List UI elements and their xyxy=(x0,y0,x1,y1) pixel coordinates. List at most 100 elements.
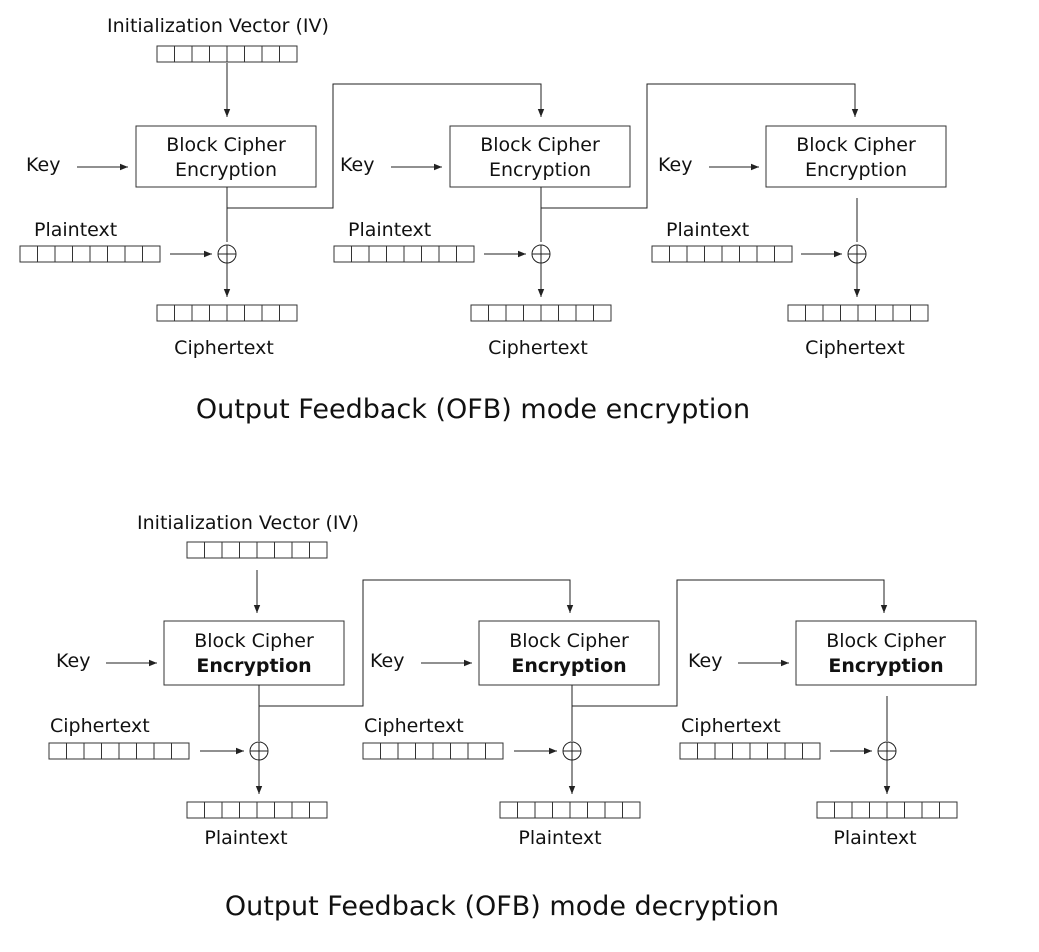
register-cell xyxy=(153,742,172,760)
register-cell xyxy=(279,45,298,63)
enc-output-label-2: Ciphertext xyxy=(488,337,588,359)
dec-iv-register xyxy=(186,541,328,559)
enc-cipher-block-3 xyxy=(765,125,947,188)
dec-input-label-1: Ciphertext xyxy=(50,715,150,737)
register-cell xyxy=(368,245,387,263)
register-cell xyxy=(226,304,245,322)
register-cell xyxy=(456,245,475,263)
register-cell xyxy=(784,742,803,760)
register-cell xyxy=(48,742,67,760)
register-cell xyxy=(534,801,553,819)
register-cell xyxy=(107,245,126,263)
enc-iv-register xyxy=(156,45,298,63)
register-cell xyxy=(72,245,91,263)
register-cell xyxy=(910,304,929,322)
register-cell xyxy=(291,541,310,559)
register-cell xyxy=(787,304,806,322)
register-cell xyxy=(83,742,102,760)
register-cell xyxy=(239,801,258,819)
dec-cipher-block-3 xyxy=(795,620,977,686)
register-cell xyxy=(802,742,821,760)
dec-xor-icon-2 xyxy=(562,741,582,761)
enc-key-label-1: Key xyxy=(26,154,60,176)
register-cell xyxy=(669,245,688,263)
enc-cipher-block-1 xyxy=(135,125,317,188)
register-cell xyxy=(156,304,175,322)
enc-output-register-2 xyxy=(470,304,612,322)
register-cell xyxy=(333,245,352,263)
register-cell xyxy=(204,801,223,819)
dec-cipher-line1-3: Block Cipher xyxy=(826,630,946,652)
register-cell xyxy=(679,742,698,760)
register-cell xyxy=(499,801,518,819)
register-cell xyxy=(714,742,733,760)
register-cell xyxy=(37,245,56,263)
register-cell xyxy=(470,304,489,322)
dec-feedback-2-3 xyxy=(572,579,888,707)
register-cell xyxy=(517,801,536,819)
register-cell xyxy=(651,245,670,263)
dec-xor-icon-1 xyxy=(249,741,269,761)
enc-stage-1: Key Block Cipher Encryption Plaintext Ci… xyxy=(19,125,317,359)
register-cell xyxy=(386,245,405,263)
register-cell xyxy=(904,801,923,819)
register-cell xyxy=(309,801,328,819)
dec-output-register-1 xyxy=(186,801,328,819)
register-cell xyxy=(774,245,793,263)
dec-output-register-3 xyxy=(816,801,958,819)
register-cell xyxy=(840,304,859,322)
register-cell xyxy=(174,304,193,322)
register-cell xyxy=(244,45,263,63)
register-cell xyxy=(174,45,193,63)
register-cell xyxy=(380,742,399,760)
register-cell xyxy=(415,742,434,760)
dec-output-label-2: Plaintext xyxy=(518,827,601,849)
dec-cipher-line1-1: Block Cipher xyxy=(194,630,314,652)
register-cell xyxy=(274,541,293,559)
decryption-section: Initialization Vector (IV) Key Block Cip… xyxy=(48,512,977,922)
register-cell xyxy=(822,304,841,322)
register-cell xyxy=(239,541,258,559)
encryption-section: Initialization Vector (IV) Key Block Cip… xyxy=(19,15,947,425)
dec-input-label-2: Ciphertext xyxy=(364,715,464,737)
register-cell xyxy=(721,245,740,263)
register-cell xyxy=(939,801,958,819)
register-cell xyxy=(704,245,723,263)
register-cell xyxy=(204,541,223,559)
enc-caption: Output Feedback (OFB) mode encryption xyxy=(196,394,750,425)
enc-input-register-1 xyxy=(19,245,161,263)
dec-caption: Output Feedback (OFB) mode decryption xyxy=(225,891,779,922)
enc-key-label-2: Key xyxy=(340,154,374,176)
dec-input-register-1 xyxy=(48,742,190,760)
register-cell xyxy=(209,45,228,63)
register-cell xyxy=(142,245,161,263)
register-cell xyxy=(467,742,486,760)
dec-output-label-3: Plaintext xyxy=(833,827,916,849)
register-cell xyxy=(834,801,853,819)
enc-cipher-line2-3: Encryption xyxy=(805,159,907,181)
register-cell xyxy=(256,541,275,559)
enc-cipher-line2-2: Encryption xyxy=(489,159,591,181)
enc-input-label-3: Plaintext xyxy=(666,219,749,241)
register-cell xyxy=(857,304,876,322)
register-cell xyxy=(739,245,758,263)
dec-input-register-3 xyxy=(679,742,821,760)
register-cell xyxy=(191,304,210,322)
register-cell xyxy=(697,742,716,760)
dec-cipher-line2-1: Encryption xyxy=(196,655,311,677)
enc-output-register-3 xyxy=(787,304,929,322)
enc-cipher-line2-1: Encryption xyxy=(175,159,277,181)
enc-xor-icon-3 xyxy=(847,244,867,264)
register-cell xyxy=(732,742,751,760)
register-cell xyxy=(869,801,888,819)
dec-cipher-block-1 xyxy=(163,620,345,686)
enc-cipher-line1-1: Block Cipher xyxy=(166,134,286,156)
register-cell xyxy=(209,304,228,322)
enc-input-label-1: Plaintext xyxy=(34,219,117,241)
enc-cipher-line1-2: Block Cipher xyxy=(480,134,600,156)
register-cell xyxy=(432,742,451,760)
register-cell xyxy=(485,742,504,760)
register-cell xyxy=(892,304,911,322)
register-cell xyxy=(118,742,137,760)
enc-output-label-1: Ciphertext xyxy=(174,337,274,359)
